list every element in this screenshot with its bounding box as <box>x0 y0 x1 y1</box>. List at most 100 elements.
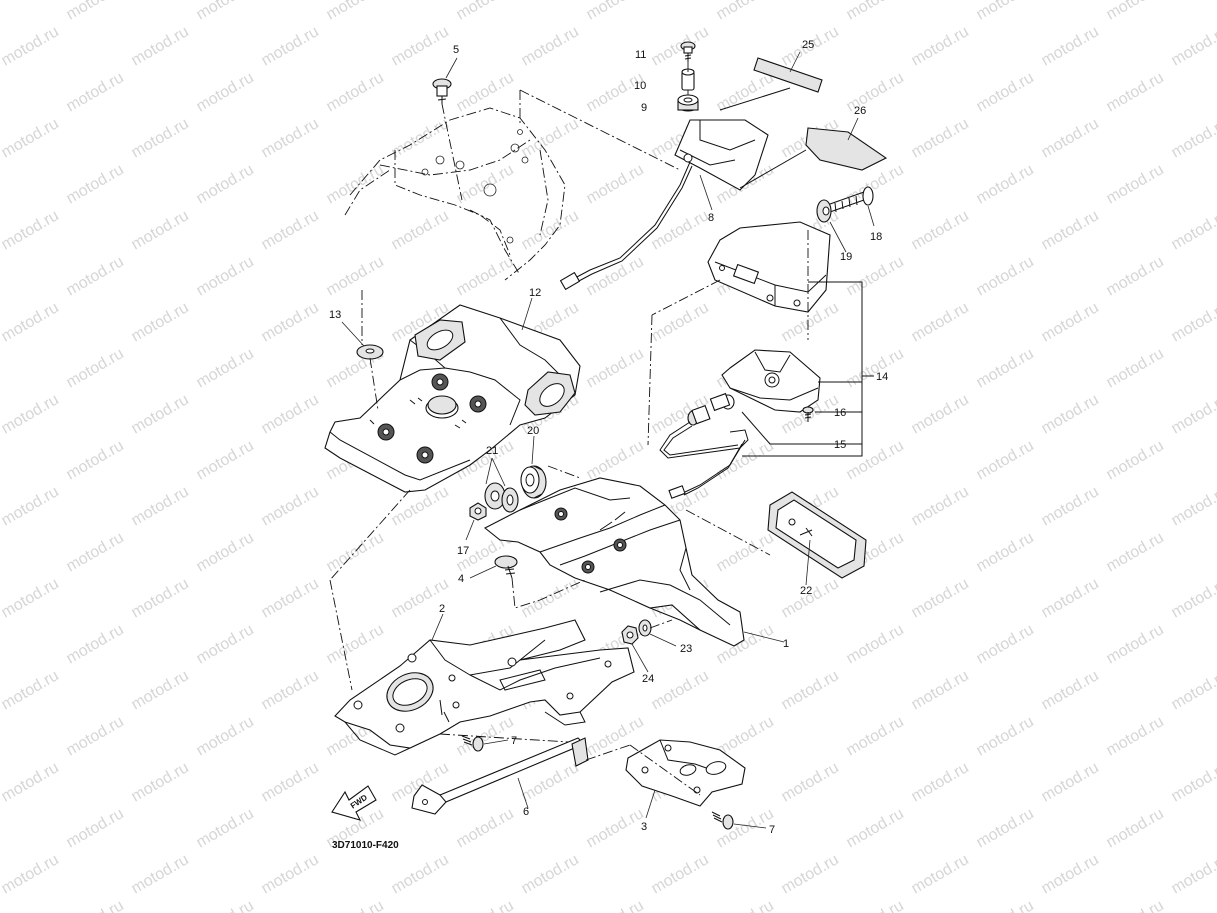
watermark-text: motod.ru <box>974 805 1037 851</box>
part-22-plate-light[interactable] <box>767 491 867 579</box>
part-15-socket[interactable] <box>659 392 749 499</box>
watermark-text: motod.ru <box>649 299 712 345</box>
tail-lamp-lens[interactable] <box>707 221 831 313</box>
watermark-text: motod.ru <box>1039 575 1102 621</box>
watermark-text: motod.ru <box>714 897 777 913</box>
part-20-grommet[interactable] <box>520 465 547 499</box>
watermark-text: motod.ru <box>0 667 62 713</box>
watermark-text: motod.ru <box>1169 391 1217 437</box>
part-17-nut[interactable] <box>469 502 487 521</box>
callout-26: 26 <box>854 105 866 117</box>
watermark-text: motod.ru <box>1104 529 1167 575</box>
watermark-text: motod.ru <box>64 437 127 483</box>
watermark-text: motod.ru <box>519 851 582 897</box>
watermark-text: motod.ru <box>0 391 62 437</box>
watermark-text: motod.ru <box>584 69 647 115</box>
part-5-bolt[interactable] <box>432 57 458 104</box>
watermark-text: motod.ru <box>974 69 1037 115</box>
part-19-washer[interactable] <box>816 199 832 223</box>
part-1-fender[interactable] <box>483 477 745 647</box>
part-4-bolt[interactable] <box>494 555 518 579</box>
watermark-text: motod.ru <box>0 23 62 69</box>
watermark-text: motod.ru <box>129 207 192 253</box>
part-23-washer[interactable] <box>638 619 652 637</box>
watermark-text: motod.ru <box>194 529 257 575</box>
watermark-text: motod.ru <box>844 0 907 23</box>
watermark-text: motod.ru <box>0 115 62 161</box>
watermark-text: motod.ru <box>844 897 907 913</box>
part-13-washer[interactable] <box>356 344 384 360</box>
part-24-nut[interactable] <box>621 625 639 645</box>
watermark-text: motod.ru <box>64 0 127 23</box>
watermark-text: motod.ru <box>324 0 387 23</box>
callout-6: 6 <box>523 806 529 818</box>
part-6-bar[interactable] <box>411 737 589 815</box>
watermark-text: motod.ru <box>324 621 387 667</box>
callout-15: 15 <box>834 439 846 451</box>
watermark-text: motod.ru <box>1169 23 1217 69</box>
watermark-text: motod.ru <box>909 23 972 69</box>
watermark-text: motod.ru <box>389 851 452 897</box>
watermark-text: motod.ru <box>649 207 712 253</box>
watermark-text: motod.ru <box>519 575 582 621</box>
watermark-text: motod.ru <box>259 667 322 713</box>
watermark-text: motod.ru <box>259 23 322 69</box>
watermark-text: motod.ru <box>974 529 1037 575</box>
watermark-text: motod.ru <box>779 759 842 805</box>
watermark-text: motod.ru <box>1039 23 1102 69</box>
part-9-grommet[interactable] <box>677 94 699 112</box>
watermark-text: motod.ru <box>1039 207 1102 253</box>
callout-25: 25 <box>802 39 814 51</box>
watermark-text: motod.ru <box>64 529 127 575</box>
part-25-strip[interactable] <box>753 57 823 93</box>
part-11-screw[interactable] <box>680 41 696 62</box>
callout-13: 13 <box>329 309 341 321</box>
watermark-text: motod.ru <box>0 851 62 897</box>
part-8-holder[interactable] <box>559 119 769 291</box>
watermark-text: motod.ru <box>844 69 907 115</box>
callout-21: 21 <box>486 445 498 457</box>
callout-10: 10 <box>634 80 646 92</box>
callout-2: 2 <box>439 603 445 615</box>
watermark-text: motod.ru <box>454 69 517 115</box>
watermark-text: motod.ru <box>519 115 582 161</box>
watermark-text: motod.ru <box>194 713 257 759</box>
watermark-text: motod.ru <box>1104 345 1167 391</box>
part-16-screw[interactable] <box>802 406 814 422</box>
watermark-text: motod.ru <box>194 253 257 299</box>
part-21-grommets[interactable] <box>484 482 519 513</box>
part-7-screw-upper[interactable] <box>461 735 484 752</box>
watermark-text: motod.ru <box>974 437 1037 483</box>
watermark-text: motod.ru <box>1169 575 1217 621</box>
watermark-text: motod.ru <box>844 713 907 759</box>
callout-24: 24 <box>642 673 654 685</box>
callout-4: 4 <box>458 573 464 585</box>
watermark-text: motod.ru <box>259 759 322 805</box>
watermark-text: motod.ru <box>974 713 1037 759</box>
watermark-text: motod.ru <box>974 621 1037 667</box>
tail-lamp-housing[interactable] <box>721 349 821 413</box>
part-7-screw-lower[interactable] <box>711 811 734 830</box>
watermark-text: motod.ru <box>194 161 257 207</box>
watermark-text: motod.ru <box>584 805 647 851</box>
watermark-text: motod.ru <box>259 483 322 529</box>
part-2-stay[interactable] <box>334 619 635 756</box>
part-26-sheet[interactable] <box>805 127 888 171</box>
callout-22: 22 <box>800 585 812 597</box>
callout-1: 1 <box>783 638 789 650</box>
watermark-text: motod.ru <box>194 621 257 667</box>
part-12-tray[interactable] <box>324 304 581 493</box>
watermark-text: motod.ru <box>129 667 192 713</box>
watermark-text: motod.ru <box>779 575 842 621</box>
watermark-text: motod.ru <box>1104 897 1167 913</box>
watermark-text: motod.ru <box>1169 483 1217 529</box>
part-18-bolt[interactable] <box>829 186 874 213</box>
watermark-text: motod.ru <box>584 437 647 483</box>
callout-3: 3 <box>641 821 647 833</box>
part-10-collar[interactable] <box>681 68 695 91</box>
watermark-text: motod.ru <box>0 759 62 805</box>
watermark-text: motod.ru <box>0 299 62 345</box>
watermark-text: motod.ru <box>454 897 517 913</box>
watermark-text: motod.ru <box>714 805 777 851</box>
part-3-plate-bracket[interactable] <box>625 739 746 807</box>
